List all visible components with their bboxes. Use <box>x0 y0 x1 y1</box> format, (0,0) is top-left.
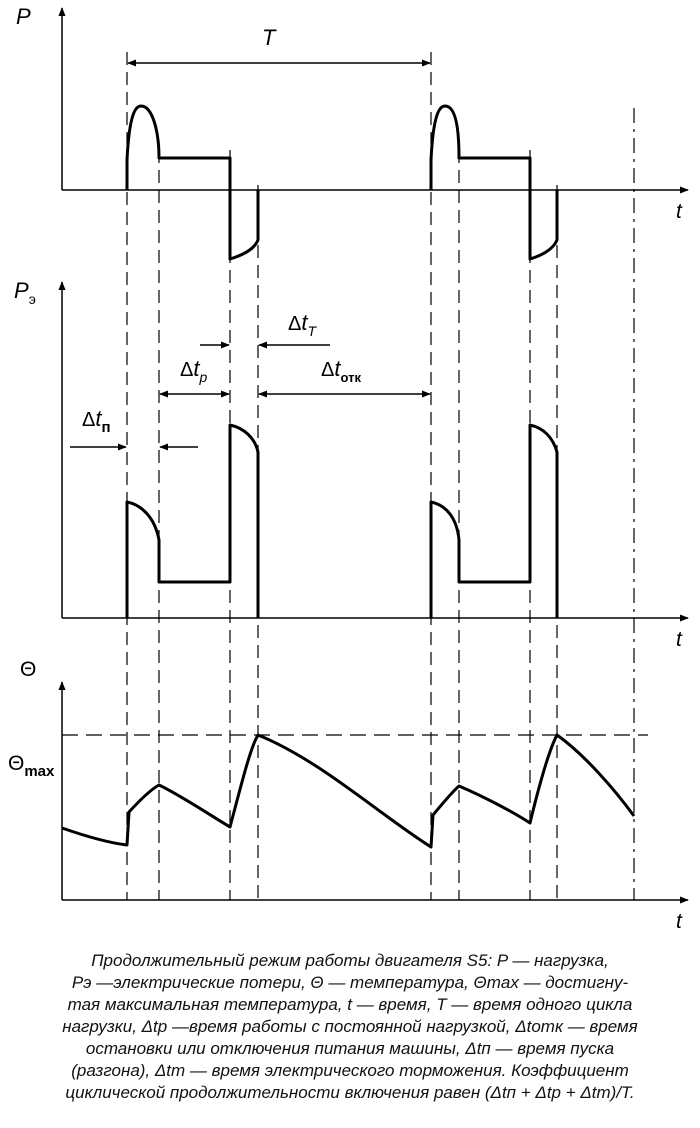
guide-lines <box>126 52 635 900</box>
caption-line: нагрузки, Δtp —время работы с постоянной… <box>62 1017 638 1036</box>
time-axis-label-3: t <box>676 910 683 933</box>
caption-line: (разгона), Δtm — время электрического то… <box>71 1061 629 1080</box>
theta-axis-label: Θ <box>20 658 36 681</box>
axes <box>58 7 689 904</box>
theta-max-label: Θmax <box>8 752 55 780</box>
dt-stop-label: Δtотк <box>321 356 361 385</box>
temperature-curve <box>61 733 636 849</box>
pe-axis-label: Pэ <box>14 278 36 307</box>
load-cycle-2 <box>429 104 559 261</box>
losses-curve <box>125 423 559 618</box>
caption-line: остановки или отключения питания машины,… <box>85 1039 615 1058</box>
interval-dimension-arrows <box>70 341 431 451</box>
motor-duty-cycle-diagram: P Pэ Θ Θmax t t t T ΔtT Δtp Δtотк Δtп <box>8 4 689 933</box>
caption-line: тая максимальная температура, t — время,… <box>67 995 633 1014</box>
load-curve <box>125 104 559 261</box>
dt-start-label: Δtп <box>82 406 111 436</box>
time-axis-label-2: t <box>676 628 683 651</box>
dt-run-label: Δtp <box>180 356 207 385</box>
losses-cycle-2 <box>429 423 559 618</box>
load-cycle-1 <box>125 104 260 261</box>
dt-brake-label: ΔtT <box>288 310 317 339</box>
caption-line: Pэ —электрические потери, Θ — температур… <box>71 973 629 992</box>
losses-cycle-1 <box>125 423 260 618</box>
time-axis-label-1: t <box>676 200 683 223</box>
p-axis-label: P <box>16 4 31 29</box>
figure-caption: Продолжительный режим работы двигателя S… <box>0 950 700 1104</box>
caption-line: циклической продолжительности включения … <box>65 1083 635 1102</box>
period-label: T <box>262 25 277 50</box>
caption-line: Продолжительный режим работы двигателя S… <box>91 951 609 970</box>
